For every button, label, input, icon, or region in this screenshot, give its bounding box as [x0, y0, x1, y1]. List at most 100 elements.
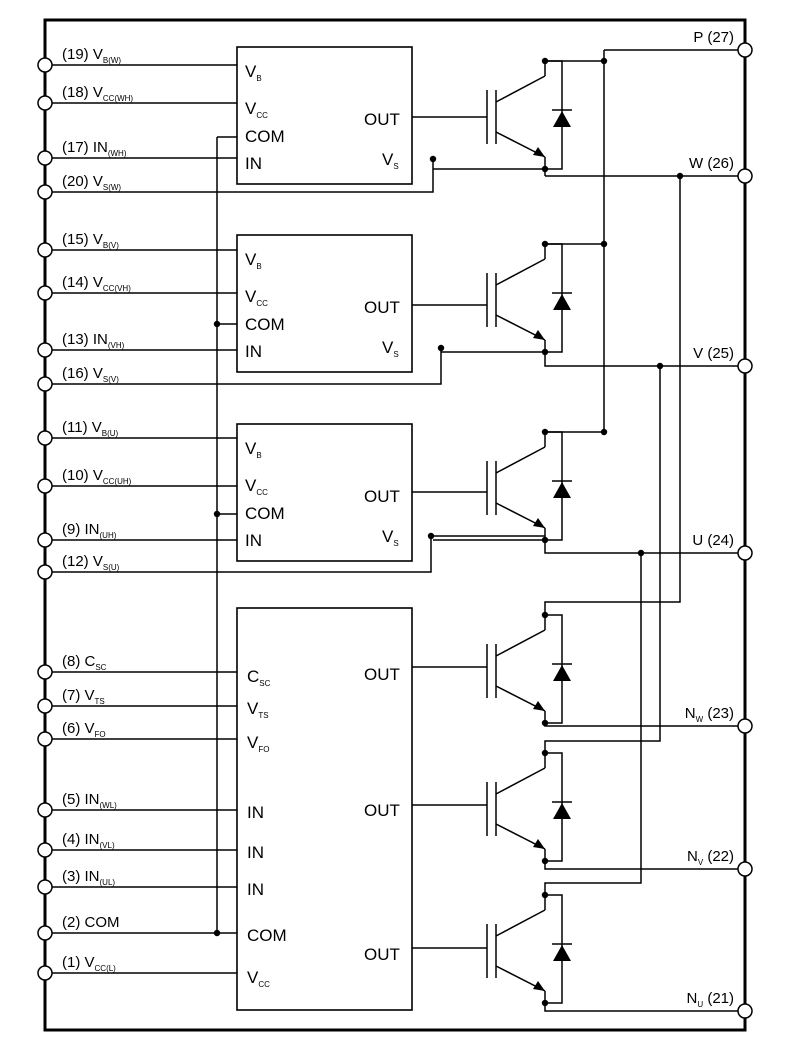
pin-terminal: [37, 664, 53, 680]
pin-terminal: [37, 285, 53, 301]
right-pin-number: (27): [703, 29, 734, 46]
right-pin-name: N: [685, 705, 696, 722]
pin-terminal: [737, 168, 753, 184]
ic-vb-label-sub: B: [256, 451, 261, 460]
left-pin-label: (14) VCC(VH): [62, 274, 131, 293]
ic-csc-label-main: C: [247, 667, 259, 686]
pin-terminal: [37, 731, 53, 747]
w-low-collector-wire: [544, 176, 681, 615]
diode-triangle: [553, 945, 571, 961]
pin-terminal: [37, 430, 53, 446]
high-side-driver-ic: [236, 234, 413, 373]
right-pin-label: P (27): [693, 29, 734, 46]
ic-vs-label-main: V: [382, 338, 394, 357]
left-pin-sub: CC(L): [95, 964, 117, 973]
igbt-cell: [486, 749, 572, 865]
ic-vcc-label-sub: CC: [256, 299, 268, 308]
ic-vb-label-main: V: [245, 250, 257, 269]
ic-in-label: IN: [247, 803, 264, 822]
ic-com-label: COM: [245, 315, 285, 334]
left-pin-sub: (WL): [100, 801, 118, 810]
pin-terminal: [37, 698, 53, 714]
left-pin-sub: S(V): [103, 375, 119, 384]
left-pin-sub: B(W): [103, 56, 122, 65]
igbt-collector: [495, 75, 546, 103]
left-pin-name: (7) V: [62, 687, 95, 704]
ic-vs-label: VS: [382, 527, 399, 548]
ic-in-label: IN: [245, 342, 262, 361]
pin-terminal: [37, 842, 53, 858]
ic-vts-label-main: V: [247, 699, 259, 718]
pin-terminal: [37, 802, 53, 818]
right-pin-label: NV (22): [687, 848, 734, 867]
pin-terminal: [37, 150, 53, 166]
left-pin-name: (16) V: [62, 365, 103, 382]
diode-branch: [545, 894, 563, 1004]
ic-vs-label: VS: [382, 338, 399, 359]
left-pin-sub: CC(VH): [103, 284, 131, 293]
left-pin-label: (19) VB(W): [62, 46, 121, 65]
junction-dot: [656, 362, 664, 370]
ic-vb-label: VB: [245, 439, 262, 460]
junction-dot: [637, 549, 645, 557]
driver-ics: VBVCCCOMINOUTVSVBVCCCOMINOUTVSVBVCCCOMIN…: [236, 46, 413, 1011]
ic-vcc-label-sub: CC: [258, 980, 270, 989]
junction-dot: [600, 240, 608, 248]
pin-terminal: [37, 242, 53, 258]
igbt-emitter-arrow: [533, 330, 545, 340]
junction-dot: [213, 510, 221, 518]
igbt-emitter-arrow: [533, 981, 545, 991]
right-pin-label: W (26): [689, 155, 734, 172]
left-pin-sub: B(V): [103, 241, 119, 250]
igbt-emitter-arrow: [533, 701, 545, 711]
left-pin-name: (19) V: [62, 46, 103, 63]
igbt-emitter-arrow: [533, 147, 545, 157]
right-pin-name: U: [692, 532, 703, 549]
right-pin-number: (22): [703, 848, 734, 865]
right-pin-number: (25): [703, 345, 734, 362]
ic-out-label: OUT: [364, 945, 400, 964]
left-pin-label: (20) VS(W): [62, 173, 121, 192]
pin-terminal: [37, 965, 53, 981]
vs-return-wire: [52, 536, 432, 573]
igbt-cell: [486, 57, 572, 173]
pin-terminal: [737, 358, 753, 374]
right-pin-label: NU (21): [687, 990, 734, 1009]
left-pin-label: (4) IN(VL): [62, 831, 115, 850]
ic-out-label: OUT: [364, 110, 400, 129]
ic-vs-label-sub: S: [393, 162, 398, 171]
right-pin-number: (23): [703, 705, 734, 722]
high-side-driver-ic: [236, 46, 413, 185]
vs-return-wire: [52, 159, 434, 193]
ic-in-label: IN: [247, 843, 264, 862]
u-phase-wire: [544, 540, 738, 554]
ic-vcc-label-main: V: [245, 99, 257, 118]
left-pin-name: (6) V: [62, 720, 95, 737]
pin-terminal: [737, 1003, 753, 1019]
left-pin-label: (3) IN(UL): [62, 868, 115, 887]
right-pin-name: W: [689, 155, 704, 172]
ic-out-label: OUT: [364, 487, 400, 506]
pin-terminal: [737, 545, 753, 561]
igbt-switches: [486, 57, 572, 1007]
left-pin-name: (15) V: [62, 231, 103, 248]
left-pin-label: (2) COM: [62, 914, 120, 931]
left-pin-name: (18) V: [62, 84, 103, 101]
ic-vcc-label-main: V: [245, 476, 257, 495]
diode-branch: [545, 614, 563, 724]
left-pin-label: (16) VS(V): [62, 365, 119, 384]
right-pin-name: P: [693, 29, 703, 46]
left-pin-sub: TS: [95, 697, 105, 706]
ic-com-label: COM: [245, 504, 285, 523]
left-pin-name: (2) COM: [62, 914, 120, 931]
left-pin-name: (3) IN: [62, 868, 100, 885]
ic-in-label: IN: [245, 531, 262, 550]
junction-dot: [600, 428, 608, 436]
ic-out-label: OUT: [364, 665, 400, 684]
ic-com-label: COM: [247, 926, 287, 945]
igbt-cell: [486, 891, 572, 1007]
junction-dot: [213, 929, 221, 937]
diode-branch: [545, 243, 563, 353]
right-pin-name: N: [687, 990, 698, 1007]
